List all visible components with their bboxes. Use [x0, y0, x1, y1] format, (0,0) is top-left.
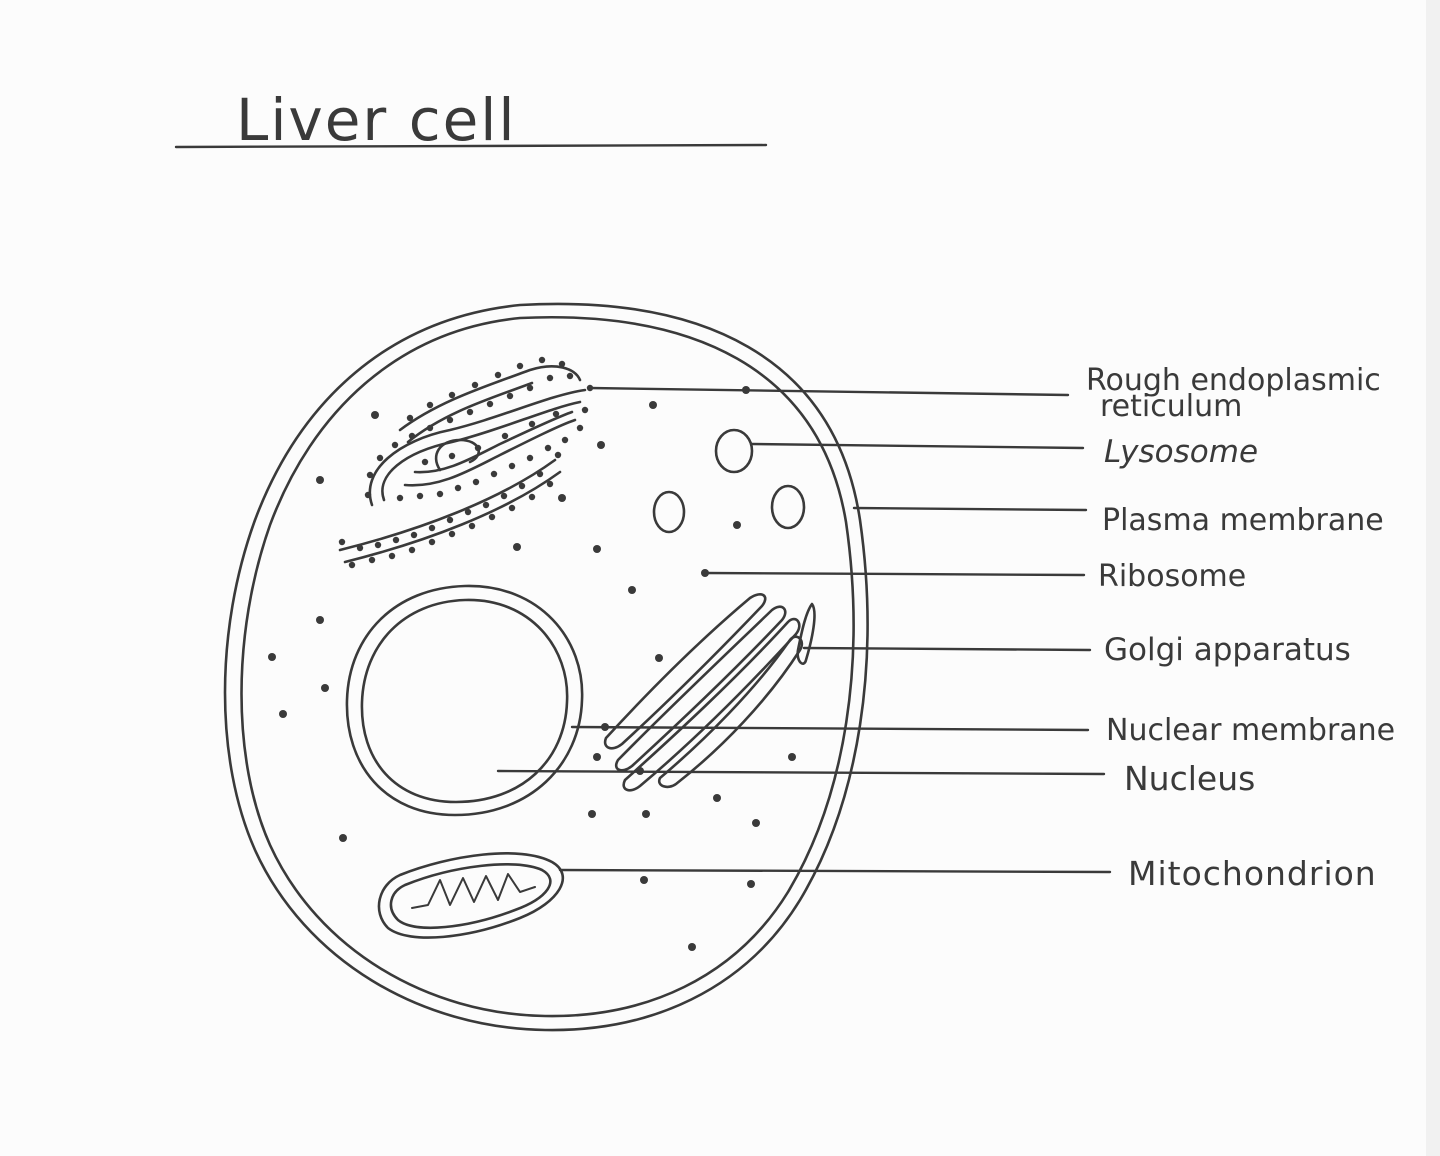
label-rough-er-line2: reticulum [1100, 389, 1242, 424]
plasma-membrane-outer [223, 302, 869, 1032]
labels: Rough endoplasmic reticulum Lysosome Pla… [1086, 363, 1395, 893]
rough-er [338, 356, 594, 569]
leader-lysosome [750, 442, 1085, 450]
leader-golgi [802, 646, 1092, 652]
nuclear-membrane-outer [345, 584, 584, 817]
label-ribosome: Ribosome [1098, 559, 1246, 594]
diagram-title: Liver cell [236, 86, 517, 154]
plasma-membrane-inner [240, 316, 855, 1018]
leader-ribosome [703, 571, 1086, 577]
leader-lines [496, 386, 1112, 874]
label-golgi: Golgi apparatus [1104, 632, 1351, 668]
golgi-apparatus [603, 593, 816, 792]
title-underline [174, 143, 768, 149]
label-nucleus: Nucleus [1124, 759, 1255, 798]
leader-nucleus [496, 769, 1106, 776]
leader-plasma-membrane [852, 506, 1088, 512]
leader-mitochondrion [558, 868, 1112, 874]
page-edge [1426, 0, 1440, 1156]
leader-rough-er [588, 386, 1070, 397]
lysosome-1 [714, 428, 754, 474]
label-rough-er-line1: Rough endoplasmic [1086, 363, 1381, 398]
nucleus-inner [360, 598, 569, 804]
lysosome-2 [652, 490, 686, 534]
label-mitochondrion: Mitochondrion [1128, 854, 1377, 893]
label-nuclear-membrane: Nuclear membrane [1106, 713, 1395, 748]
label-lysosome: Lysosome [1104, 434, 1258, 470]
mitochondrion [377, 852, 564, 939]
lysosome-3 [770, 484, 806, 530]
leader-nuclear-membrane [570, 725, 1090, 732]
label-plasma-membrane: Plasma membrane [1102, 503, 1384, 538]
